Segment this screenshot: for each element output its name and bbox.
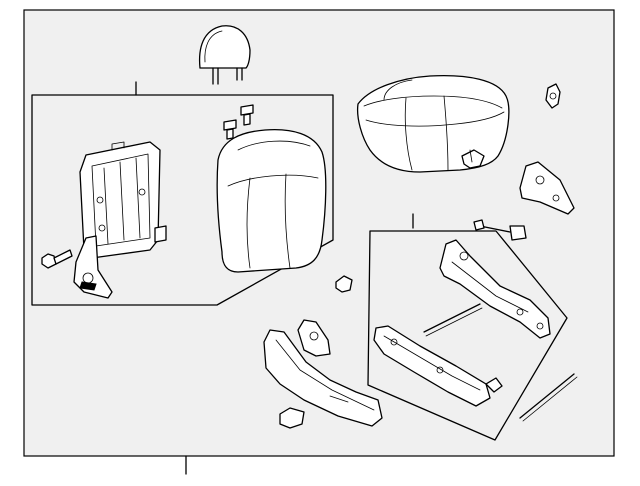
spring-upper: [423, 303, 483, 337]
trim-cap: [279, 407, 305, 429]
spring-lower: [519, 373, 578, 422]
seat-track-group-box: [367, 230, 568, 441]
headrest-guides: [223, 104, 254, 140]
cushion-clip: [461, 149, 485, 169]
side-bracket: [519, 161, 575, 215]
shield-bracket: [297, 319, 331, 357]
bolt: [41, 249, 73, 269]
lower-seat-track: [373, 325, 503, 407]
upper-seat-track: [439, 239, 551, 339]
small-clip: [335, 275, 353, 293]
seat-back-cover: [216, 128, 327, 273]
headrest: [198, 25, 251, 85]
seat-cushion: [356, 74, 510, 173]
hook-part: [545, 83, 561, 109]
harness-connector: [473, 219, 527, 241]
recliner-bracket: [73, 235, 113, 299]
seat-back-group-box: [31, 94, 334, 306]
side-shield: [263, 329, 383, 427]
